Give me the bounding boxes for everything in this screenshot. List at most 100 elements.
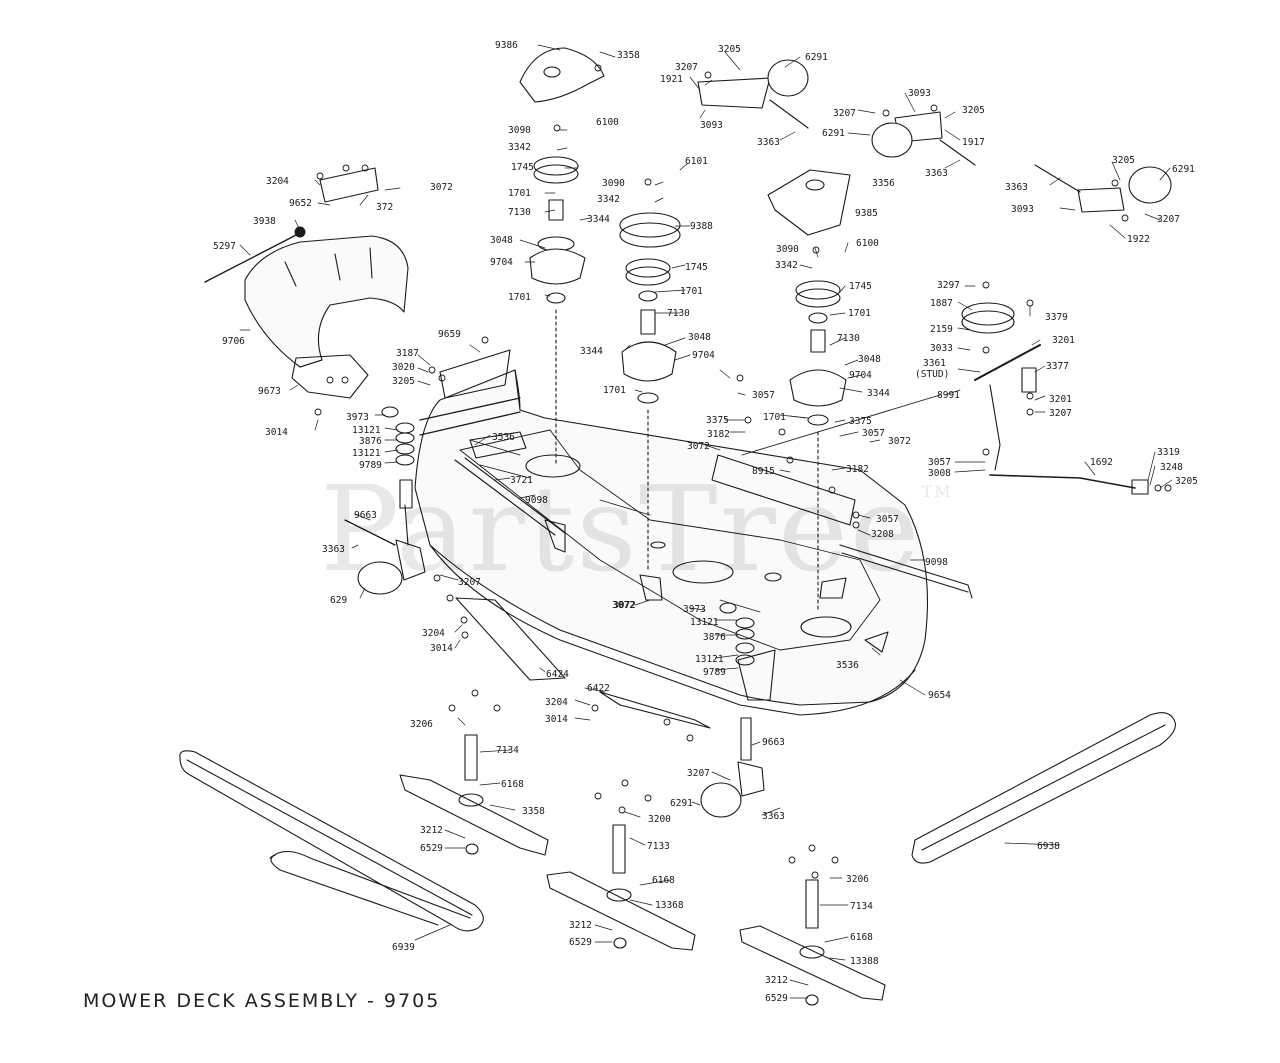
callout: 3876 bbox=[359, 436, 382, 447]
callout: 3201 bbox=[1052, 335, 1075, 346]
callout: 6424 bbox=[546, 669, 569, 680]
callout: 3093 bbox=[700, 120, 723, 131]
callout: 3212 bbox=[569, 920, 592, 931]
callout: 3342 bbox=[597, 194, 620, 205]
link-arm bbox=[419, 397, 521, 436]
belt-6939-loop bbox=[269, 850, 471, 919]
callout: 3319 bbox=[1157, 447, 1180, 458]
callout: 3375 bbox=[849, 416, 872, 427]
callout: 3536 bbox=[492, 432, 515, 443]
callout: 3361 bbox=[923, 358, 946, 369]
anti-scalp-assembly-right bbox=[1034, 164, 1172, 213]
callout: 3208 bbox=[871, 529, 894, 540]
callout: 9704 bbox=[692, 350, 715, 361]
callout: 1701 bbox=[763, 412, 786, 423]
callout: 3187 bbox=[396, 348, 419, 359]
callout: 3033 bbox=[930, 343, 953, 354]
callout: 9659 bbox=[438, 329, 461, 340]
callout: 3344 bbox=[580, 346, 603, 357]
baffle-6422 bbox=[599, 691, 711, 729]
callout: 13121 bbox=[352, 448, 381, 459]
callout: 3363 bbox=[925, 168, 948, 179]
callout: 7130 bbox=[837, 333, 860, 344]
spindle-right bbox=[789, 280, 847, 613]
rod-5297 bbox=[204, 231, 303, 283]
callout: 3014 bbox=[265, 427, 288, 438]
callout: 1701 bbox=[508, 292, 531, 303]
callout: 3342 bbox=[775, 260, 798, 271]
washer-stack-left bbox=[381, 406, 415, 466]
callout: 13121 bbox=[352, 425, 381, 436]
callout: 9385 bbox=[855, 208, 878, 219]
callout: 3212 bbox=[765, 975, 788, 986]
mower-deck-shell bbox=[414, 369, 929, 716]
callout: 6101 bbox=[685, 156, 708, 167]
callout: 3072 bbox=[613, 600, 636, 611]
callout: 3072 bbox=[687, 441, 710, 452]
callout: 3200 bbox=[648, 814, 671, 825]
callout: 6291 bbox=[670, 798, 693, 809]
callout: 3207 bbox=[833, 108, 856, 119]
callout: 8991 bbox=[937, 390, 960, 401]
callout: 1745 bbox=[849, 281, 872, 292]
callout: 3358 bbox=[617, 50, 640, 61]
callout: 7134 bbox=[496, 745, 519, 756]
callout: 3344 bbox=[587, 214, 610, 225]
callout: 9706 bbox=[222, 336, 245, 347]
callout: 3048 bbox=[858, 354, 881, 365]
callout: 3344 bbox=[867, 388, 890, 399]
callout: 3205 bbox=[1175, 476, 1198, 487]
callout: 3363 bbox=[322, 544, 345, 555]
rod-9098-left bbox=[454, 457, 566, 536]
washer-stack-right bbox=[719, 602, 755, 666]
callout: 3207 bbox=[687, 768, 710, 779]
callout: 9673 bbox=[258, 386, 281, 397]
callout: 7130 bbox=[667, 308, 690, 319]
callout: 6938 bbox=[1037, 841, 1060, 852]
callout: 3536 bbox=[836, 660, 859, 671]
callout: 1745 bbox=[685, 262, 708, 273]
callout: 3090 bbox=[776, 244, 799, 255]
callout: 1745 bbox=[511, 162, 534, 173]
callout: 1921 bbox=[660, 74, 683, 85]
callout: 2159 bbox=[930, 324, 953, 335]
callout: 9663 bbox=[354, 510, 377, 521]
callout: 1922 bbox=[1127, 234, 1150, 245]
callout: 3363 bbox=[762, 811, 785, 822]
callout: 3356 bbox=[872, 178, 895, 189]
callout: 3377 bbox=[1046, 361, 1069, 372]
callout: 3057 bbox=[876, 514, 899, 525]
callout: 9098 bbox=[525, 495, 548, 506]
callout: 6291 bbox=[805, 52, 828, 63]
support-bracket bbox=[711, 454, 856, 526]
callout: 1887 bbox=[930, 298, 953, 309]
callout: 3204 bbox=[266, 176, 289, 187]
callout: 7134 bbox=[850, 901, 873, 912]
anti-scalp-wheel-right bbox=[700, 717, 765, 818]
belt-6938 bbox=[911, 712, 1176, 864]
callout: 3358 bbox=[522, 806, 545, 817]
deflector-plate bbox=[291, 354, 369, 399]
callout: 3182 bbox=[707, 429, 730, 440]
anti-scalp-wheel-left bbox=[357, 479, 426, 595]
blade-left bbox=[399, 734, 549, 856]
callout: 3212 bbox=[420, 825, 443, 836]
callout: 3248 bbox=[1160, 462, 1183, 473]
spindle-left bbox=[529, 156, 586, 466]
blade-right bbox=[739, 879, 886, 1006]
discharge-chute bbox=[244, 235, 409, 368]
callout: 6100 bbox=[856, 238, 879, 249]
callout: 9704 bbox=[849, 370, 872, 381]
callout: 13121 bbox=[695, 654, 724, 665]
callout: 3093 bbox=[908, 88, 931, 99]
callout: 3205 bbox=[392, 376, 415, 387]
idler-assembly bbox=[741, 302, 1149, 495]
callout: 9654 bbox=[928, 690, 951, 701]
callout: 9789 bbox=[359, 460, 382, 471]
callout: 3207 bbox=[1049, 408, 1072, 419]
callout: (STUD) bbox=[915, 369, 949, 380]
callout: 6168 bbox=[501, 779, 524, 790]
callout: 3379 bbox=[1045, 312, 1068, 323]
callout: 3090 bbox=[508, 125, 531, 136]
